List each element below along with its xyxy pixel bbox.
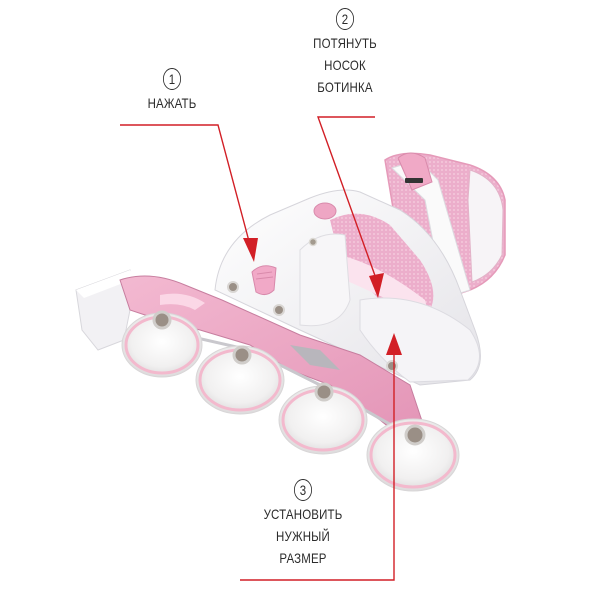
wheel-4 [366, 418, 460, 492]
boot-shell [214, 189, 481, 386]
arrow-down-icon [243, 238, 258, 262]
arrow-down-icon [369, 273, 384, 298]
wheels [121, 310, 460, 492]
callout-text: НАЖАТЬ [147, 95, 197, 111]
wheel-3 [278, 382, 368, 455]
callout-set-size: 3 УСТАНОВИТЬ НУЖНЫЙ РАЗМЕР [258, 479, 348, 569]
wheel-2 [195, 345, 285, 415]
step-number-1: 1 [162, 68, 182, 90]
leader-line-1 [120, 124, 258, 262]
callout-text: НУЖНЫЙ [276, 528, 330, 544]
wheel-1 [121, 310, 203, 378]
callout-press: 1 НАЖАТЬ [139, 68, 205, 114]
callout-text: БОТИНКА [317, 79, 373, 95]
step-number-2: 2 [335, 8, 355, 30]
callout-pull-toe: 2 ПОТЯНУТЬ НОСОК БОТИНКА [300, 8, 390, 98]
callout-text: РАЗМЕР [279, 550, 327, 566]
leader-line-2 [317, 116, 384, 298]
leader-line-3 [240, 333, 402, 581]
callout-text: УСТАНОВИТЬ [263, 506, 343, 522]
callout-text: ПОТЯНУТЬ [313, 35, 377, 51]
step-number-3: 3 [293, 479, 313, 501]
callout-text: НОСОК [324, 57, 366, 73]
arrow-up-icon [386, 333, 402, 355]
